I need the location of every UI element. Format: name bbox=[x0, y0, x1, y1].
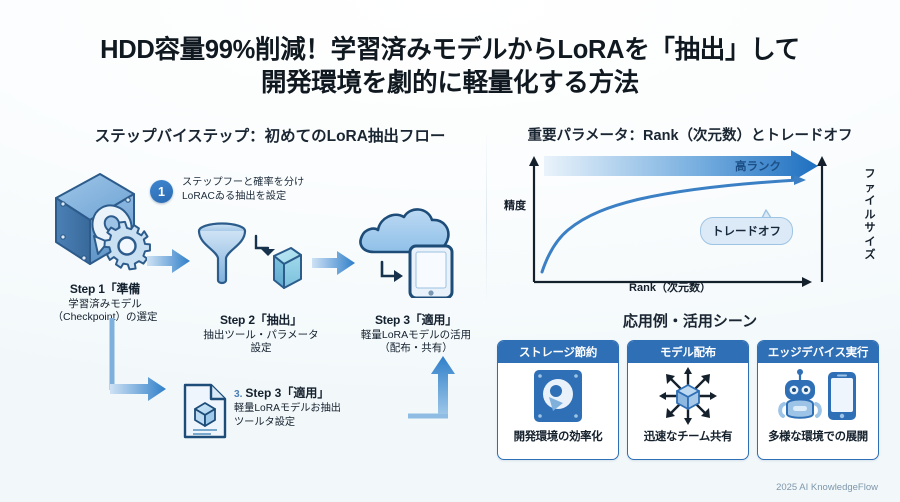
document-cube-icon bbox=[182, 382, 228, 445]
usecase-card-storage-head: ストレージ節約 bbox=[498, 341, 618, 363]
step-3-line2: 軽量LoRAモデルの活用 bbox=[360, 328, 472, 341]
step-3-line3: （配布・共有） bbox=[379, 342, 453, 354]
hard-disk-icon bbox=[498, 363, 618, 428]
step-2-line2: 抽出ツール・パラメータ bbox=[203, 328, 319, 341]
robot-phone-icon bbox=[758, 363, 878, 428]
rank-tradeoff-chart bbox=[498, 150, 884, 302]
flow-arrow-elbow-icon bbox=[108, 318, 218, 423]
step-1-title: Step 1「準備 bbox=[69, 282, 141, 296]
chart-y2-axis-label: ファイルサイズ bbox=[864, 168, 876, 261]
cube-distribute-icon bbox=[628, 363, 748, 428]
hard-disk-gear-icon bbox=[44, 168, 162, 285]
document-card-line3: ツールタ設定 bbox=[234, 417, 296, 428]
step-2-caption: Step 2「抽出」 抽出ツール・パラメータ 設定 bbox=[178, 313, 344, 356]
usecase-card-distribution-head: モデル配布 bbox=[628, 341, 748, 363]
page-title: HDD容量99%削減！学習済みモデルからLoRAを「抽出」して 開発環境を劇的に… bbox=[0, 34, 900, 100]
usecase-card-storage-foot: 開発環境の効率化 bbox=[513, 431, 603, 443]
section-divider bbox=[486, 128, 487, 306]
callout-line-1: ステップフーと確率を分け bbox=[182, 177, 305, 188]
funnel-cube-icon bbox=[196, 218, 302, 301]
step-3-caption: Step 3「適用」 軽量LoRAモデルの活用 （配布・共有） bbox=[333, 313, 499, 356]
step-2-line3: 設定 bbox=[250, 342, 272, 354]
usecase-card-distribution[interactable]: モデル配布 迅速なチーム共有 bbox=[627, 340, 749, 460]
step-1-line3: （Checkpoint）の選定 bbox=[52, 311, 158, 323]
step-badge-1: 1 bbox=[150, 180, 173, 203]
chart-y-axis-label: 精度 bbox=[504, 200, 526, 212]
callout-line-2: LoRACゐる抽出を設定 bbox=[182, 190, 287, 202]
cloud-tablet-icon bbox=[356, 196, 464, 303]
title-line-1: HDD容量99%削減！学習済みモデルからLoRAを「抽出」して bbox=[100, 36, 800, 64]
document-card-title: Step 3「適用」 bbox=[245, 386, 330, 400]
usecase-card-storage[interactable]: ストレージ節約 開発環境の効率化 bbox=[497, 340, 619, 460]
rank-section-heading: 重要パラメータ：Rank（次元数）とトレードオフ bbox=[527, 128, 853, 144]
usecase-card-edge-foot: 多様な環境での展開 bbox=[768, 431, 868, 443]
document-card-number: 3. bbox=[234, 389, 243, 400]
usecase-card-edge[interactable]: エッジデバイス実行 多様な環境での展開 bbox=[757, 340, 879, 460]
flow-arrow-1-icon bbox=[147, 248, 191, 279]
flow-arrow-return-icon bbox=[386, 348, 456, 425]
chart-high-rank-annotation: 高ランク bbox=[735, 161, 781, 173]
flow-arrow-2-icon bbox=[312, 250, 356, 281]
chart-tradeoff-callout: トレードオフ bbox=[700, 217, 793, 245]
usecase-section-heading: 応用例・活用シーン bbox=[622, 313, 758, 330]
chart-x-axis-label: Rank（次元数） bbox=[629, 282, 711, 294]
step-1-line2: 学習済みモデル bbox=[68, 297, 142, 310]
step-1-caption: Step 1「準備 学習済みモデル （Checkpoint）の選定 bbox=[20, 282, 190, 325]
step-3-title: Step 3「適用」 bbox=[374, 313, 457, 327]
flow-section-heading: ステップバイステップ：初めてのLoRA抽出フロー bbox=[94, 128, 446, 145]
usecase-card-edge-head: エッジデバイス実行 bbox=[758, 341, 878, 363]
document-card-line2: 軽量LoRAモデルお抽出 bbox=[234, 403, 341, 414]
document-card-text: 3. Step 3「適用」 軽量LoRAモデルお抽出 ツールタ設定 bbox=[234, 386, 364, 430]
footer-credit: 2025 AI KnowledgeFlow bbox=[776, 482, 878, 493]
step-1-callout: ステップフーと確率を分け LoRACゐる抽出を設定 bbox=[182, 176, 320, 203]
title-line-2: 開発環境を劇的に軽量化する方法 bbox=[260, 69, 639, 97]
step-2-title: Step 2「抽出」 bbox=[219, 313, 302, 327]
usecase-card-distribution-foot: 迅速なチーム共有 bbox=[643, 431, 733, 443]
